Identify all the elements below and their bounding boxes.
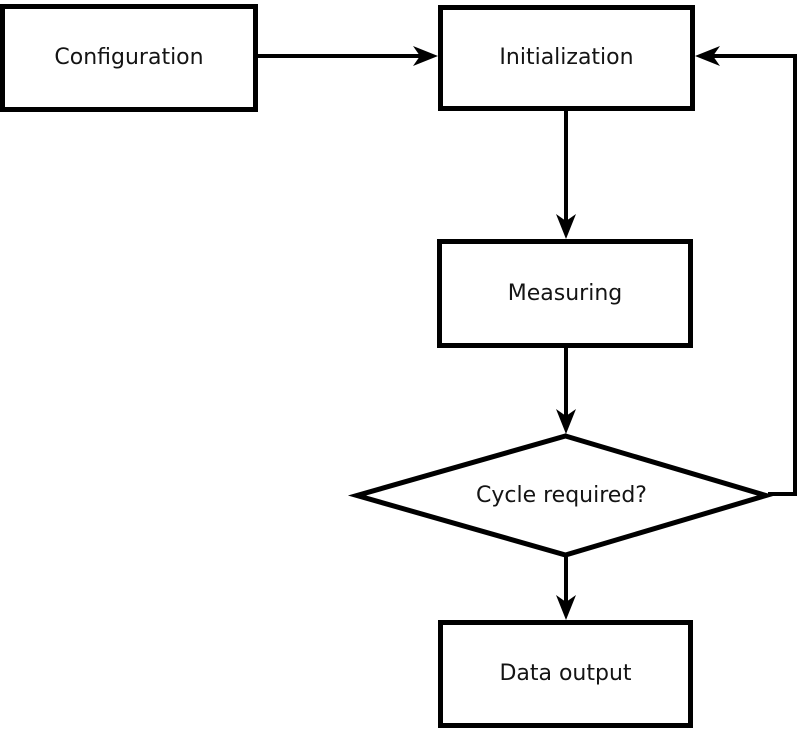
- edge-configuration-initialization-arrowhead: [413, 46, 438, 66]
- node-configuration[interactable]: [0, 4, 258, 112]
- edge-measuring-cycle: [556, 348, 576, 434]
- node-measuring[interactable]: [437, 239, 693, 348]
- node-initialization[interactable]: [438, 5, 695, 111]
- edge-cycle-initialization-feedback-line: [712, 54, 797, 496]
- edge-measuring-cycle-arrowhead: [556, 409, 576, 434]
- edge-cycle-initialization-feedback-arrowhead: [695, 46, 720, 66]
- edge-cycle-initialization-feedback: [695, 46, 797, 496]
- node-data-output[interactable]: [438, 620, 693, 728]
- edge-initialization-measuring-arrowhead: [556, 214, 576, 239]
- node-cycle-required[interactable]: [347, 433, 775, 558]
- edge-cycle-data-output: [556, 557, 576, 620]
- edge-configuration-initialization: [258, 46, 438, 66]
- edge-cycle-data-output-arrowhead: [556, 595, 576, 620]
- edge-initialization-measuring: [556, 111, 576, 239]
